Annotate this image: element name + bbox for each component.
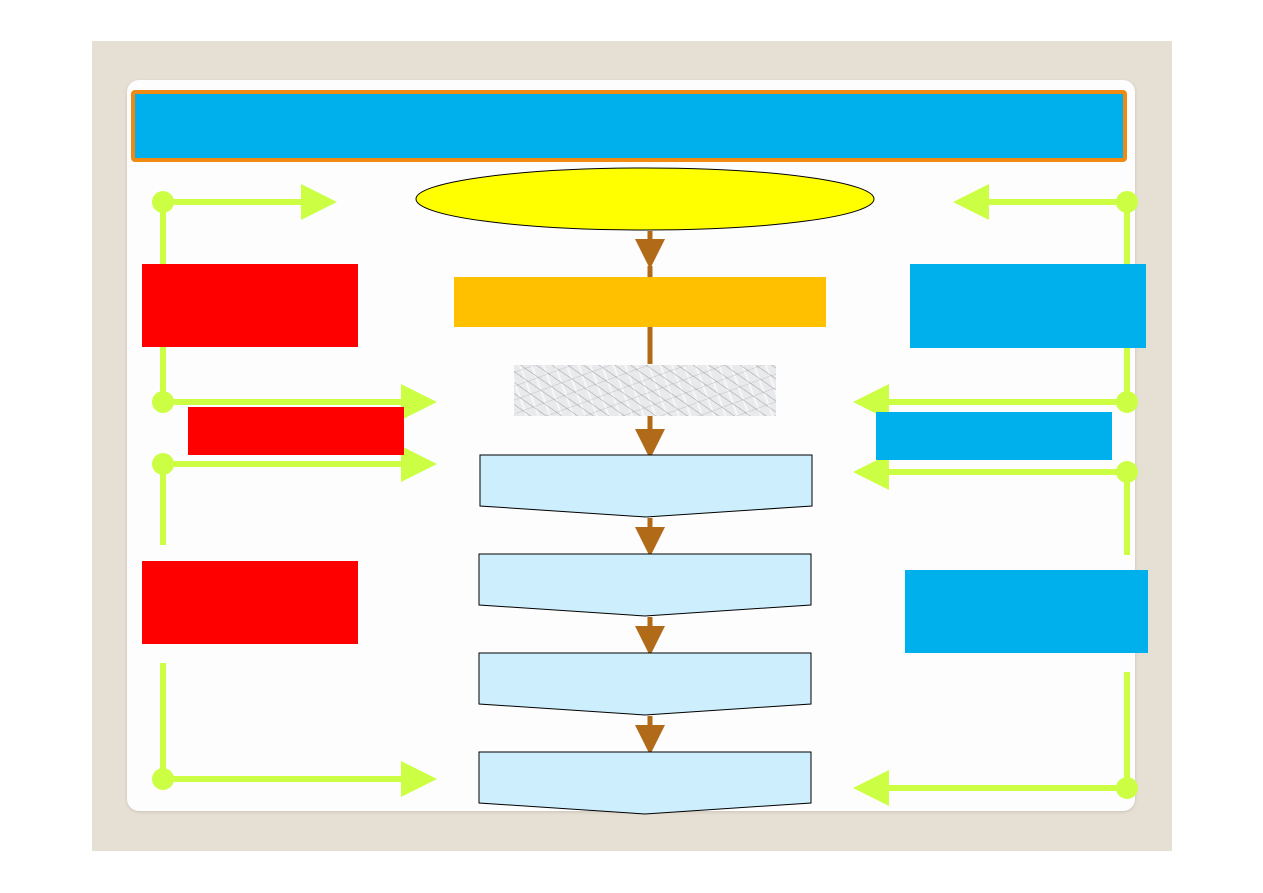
title-bar: [131, 90, 1127, 162]
chevron-step-1-label: [480, 455, 812, 506]
left-box-3: [142, 561, 358, 644]
right-dot-3: [1116, 461, 1138, 483]
left-box-1: [142, 264, 358, 347]
right-box-2: [876, 412, 1112, 460]
left-dot-1: [152, 191, 174, 213]
left-dot-4: [152, 768, 174, 790]
right-box-3: [905, 570, 1148, 653]
chevron-step-3: [478, 652, 812, 716]
right-dot-1: [1116, 191, 1138, 213]
left-dot-2: [152, 391, 174, 413]
chevron-step-1: [479, 454, 813, 518]
left-box-2: [188, 407, 404, 455]
chevron-step-2-label: [479, 554, 811, 605]
right-box-1: [910, 264, 1146, 348]
right-connector-dots: [1116, 191, 1138, 799]
right-dot-4: [1116, 777, 1138, 799]
start-ellipse: [415, 167, 875, 231]
textured-step-box: [514, 365, 776, 416]
chevron-steps: [478, 454, 813, 815]
left-dot-3: [152, 453, 174, 475]
right-dot-2: [1116, 391, 1138, 413]
chevron-step-4: [478, 751, 812, 815]
orange-step-box: [454, 277, 826, 327]
left-connector-dots: [152, 191, 174, 790]
left-connectors: [160, 184, 437, 797]
chevron-step-2: [478, 553, 812, 617]
start-ellipse-label: [420, 172, 870, 226]
chevron-step-3-label: [479, 653, 811, 704]
chevron-step-4-label: [479, 752, 811, 803]
